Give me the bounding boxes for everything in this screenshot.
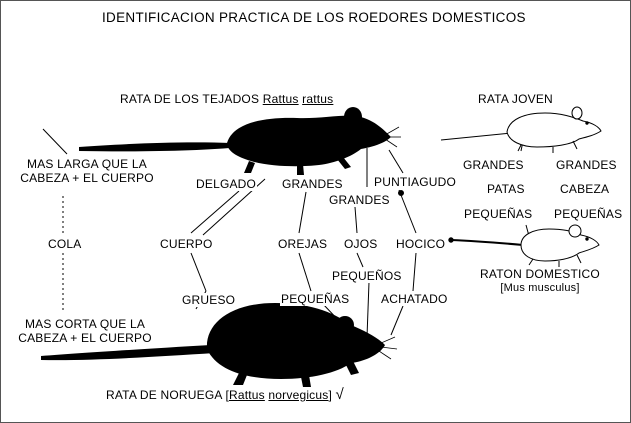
diagram-title: IDENTIFICACION PRACTICA DE LOS ROEDORES … — [102, 10, 526, 25]
line-delgado-cuerpo — [190, 190, 240, 234]
tail-long-line-1: MAS LARGA QUE LA — [27, 157, 147, 171]
roof-rat-genus: Rattus — [262, 92, 299, 106]
snout-label: HOCICO — [395, 237, 447, 251]
norway-rat-common-name: RATA DE NORUEGA [ — [106, 388, 229, 402]
house-mouse-label: RATON DOMESTICO [Mus musculus] — [477, 267, 603, 295]
line-eyes-large-ojos — [354, 206, 358, 234]
roof-rat-caption: RATA DE LOS TEJADOS Rattus rattus — [119, 92, 335, 106]
tail-short-line-2: CABEZA + EL CUERPO — [18, 331, 152, 345]
tail-short-line-1: MAS CORTA QUE LA — [24, 317, 146, 331]
head-label: CABEZA — [559, 182, 611, 196]
norway-rat-genus: Rattus — [228, 388, 265, 402]
line-hocico-achatado — [412, 252, 417, 292]
ears-large-label: GRANDES — [281, 177, 344, 191]
tail-short-label: MAS CORTA QUE LA CABEZA + EL CUERPO — [13, 317, 157, 345]
tail-long-line-2: CABEZA + EL CUERPO — [20, 171, 154, 185]
ears-small-label: PEQUEÑAS — [280, 292, 351, 306]
line-tail-long-top — [42, 128, 68, 155]
dot-snout — [398, 190, 404, 196]
young-rat-label: RATA JOVEN — [477, 92, 554, 106]
norway-rat-caption: RATA DE NORUEGA [Rattus norvegicus] √ — [105, 386, 345, 403]
eyes-large-label: GRANDES — [328, 193, 391, 207]
feet-large-label: GRANDES — [462, 158, 525, 172]
eyes-small-label: PEQUEÑOS — [331, 269, 403, 283]
house-mouse-name: RATON DOMESTICO — [480, 267, 600, 281]
feet-small-label: PEQUEÑAS — [463, 207, 534, 221]
line-eyes-small-rat — [366, 281, 370, 338]
feet-label: PATAS — [486, 182, 526, 196]
snout-pointed-label: PUNTIAGUDO — [373, 175, 458, 189]
checkmark-icon: √ — [335, 386, 344, 403]
line-cuerpo-grueso — [190, 252, 207, 292]
norway-rat-species: norvegicus — [268, 388, 329, 402]
roof-rat-species: rattus — [302, 92, 334, 106]
head-small-label: PEQUEÑAS — [553, 207, 624, 221]
body-thick-label: GRUESO — [181, 293, 237, 307]
body-thin-label: DELGADO — [195, 177, 258, 191]
house-mouse-sci-name: [Mus musculus] — [500, 282, 580, 294]
line-orejas-ears-small — [298, 252, 312, 292]
line-ears-large-orejas — [298, 191, 307, 234]
norway-rat-silhouette — [41, 303, 398, 387]
body-label: CUERPO — [159, 237, 214, 251]
young-rat-outline — [440, 106, 602, 153]
line-roof-rat-snout — [388, 149, 404, 174]
tail-label: COLA — [47, 237, 83, 251]
line-ojos-eyes-small — [356, 252, 364, 268]
line-achatado-rat — [390, 305, 404, 336]
roof-rat-common-name: RATA DE LOS TEJADOS — [120, 92, 260, 106]
roof-rat-silhouette — [79, 107, 401, 175]
snout-blunt-label: ACHATADO — [380, 292, 449, 306]
line-puntiagudo-hocico — [398, 189, 417, 234]
tail-long-label: MAS LARGA QUE LA CABEZA + EL CUERPO — [15, 157, 159, 185]
house-mouse-outline — [448, 224, 600, 267]
head-large-label: GRANDES — [555, 158, 618, 172]
norway-rat-bracket-close: ] — [328, 388, 332, 402]
ears-label: OREJAS — [277, 237, 329, 251]
eyes-label: OJOS — [343, 237, 379, 251]
